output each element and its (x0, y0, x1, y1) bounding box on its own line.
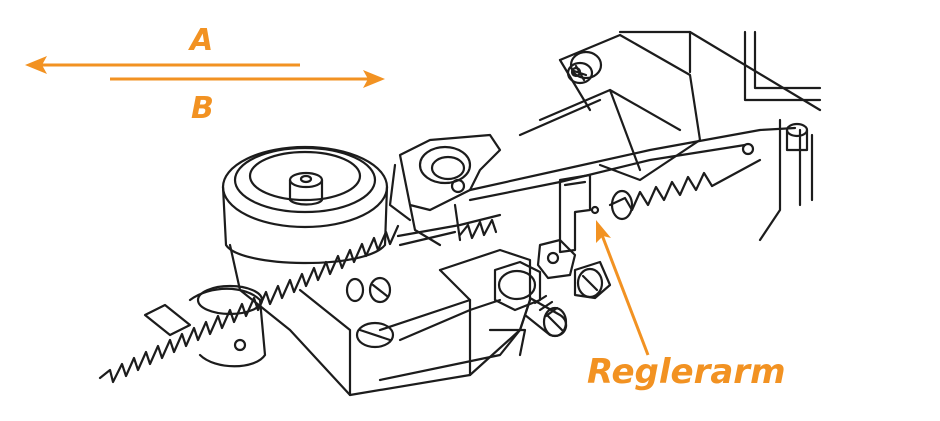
governor-arm-label: Reglerarm (587, 352, 786, 392)
bolt-icon (570, 66, 582, 78)
arrow-a-label: A (190, 23, 214, 58)
governor-link (468, 122, 809, 202)
reglerarm-pointer-arrow (596, 220, 650, 356)
choke-housing (221, 145, 389, 265)
direction-arrow-b (110, 70, 385, 88)
throttle-cable (98, 213, 502, 384)
arrow-b-label: B (191, 91, 214, 126)
throttle-lever (388, 133, 502, 247)
idle-screw (493, 260, 568, 338)
carburetor-body (228, 243, 532, 397)
governor-arm (536, 173, 600, 280)
mixture-screw (345, 260, 612, 304)
direction-arrow-a (25, 56, 300, 74)
engine-frame (618, 30, 822, 242)
governor-spring (608, 158, 762, 221)
